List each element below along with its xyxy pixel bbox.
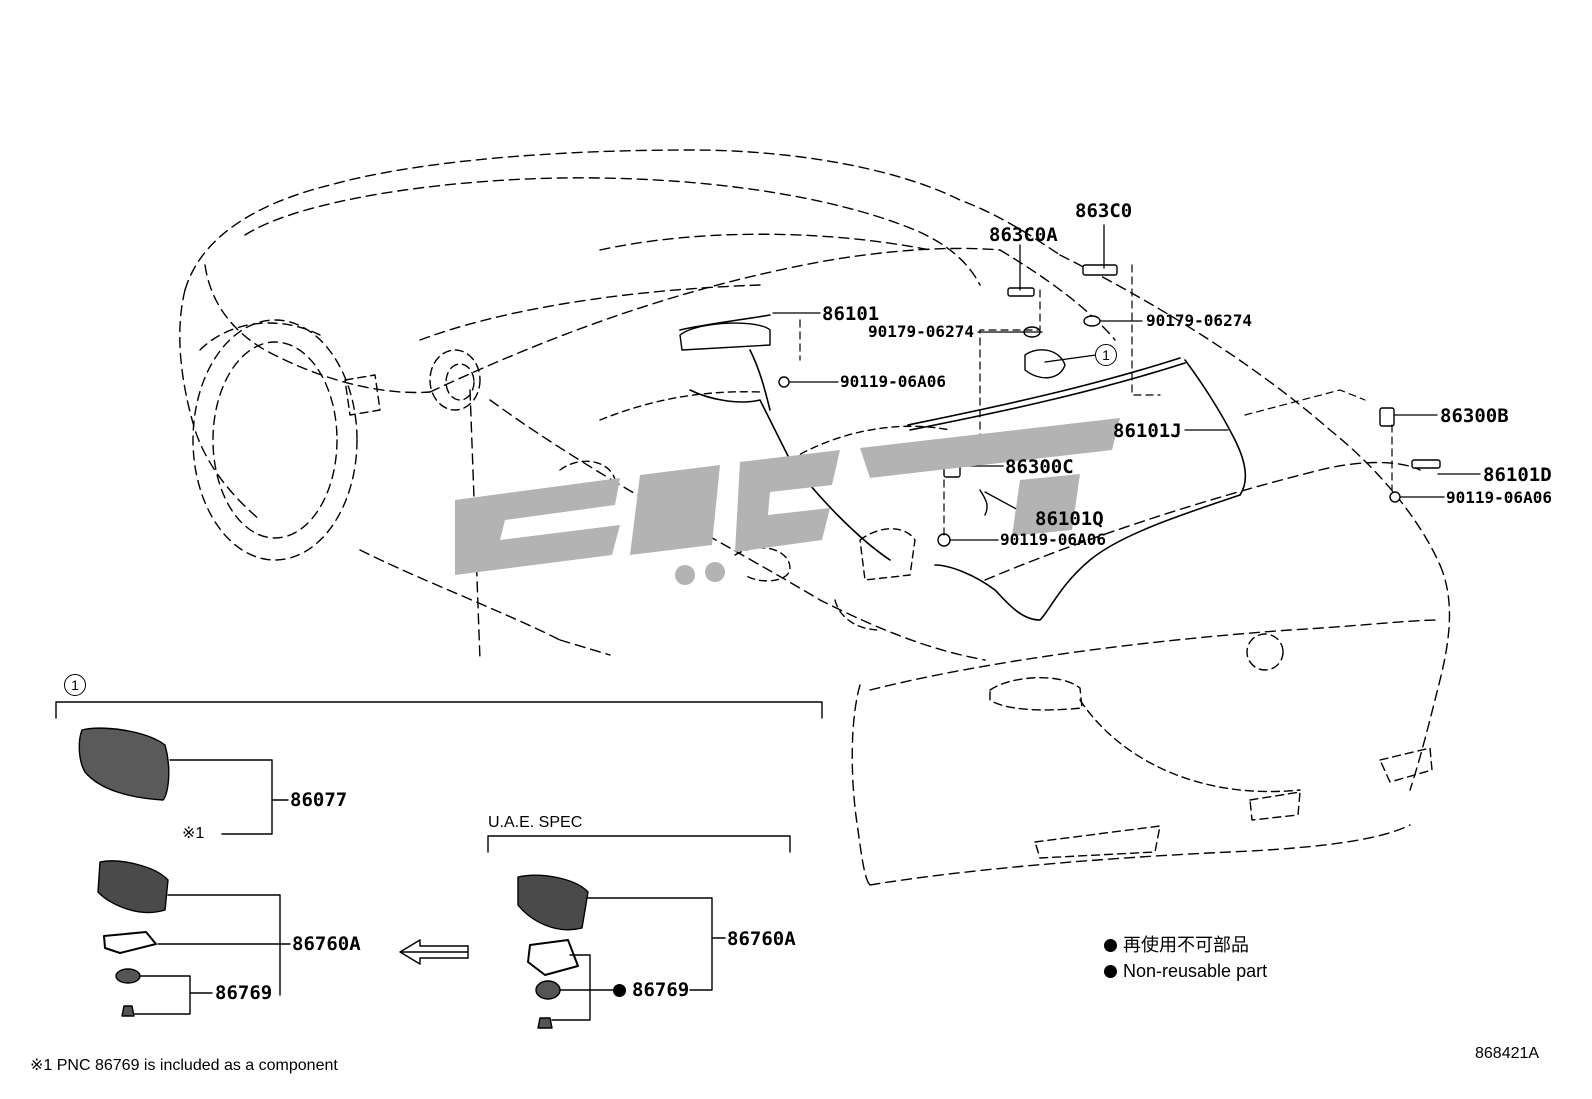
label-86300B: 86300B: [1440, 405, 1509, 427]
group-marker-1: 1: [64, 674, 86, 696]
diagram-id: 868421A: [1475, 1045, 1540, 1062]
label-86769-left: 86769: [215, 982, 273, 1004]
label-86300C: 86300C: [1005, 456, 1074, 478]
uae-spec-label: U.A.E. SPEC: [488, 814, 583, 831]
label-86769-right: 86769: [613, 981, 689, 1000]
label-86760A-right: 86760A: [727, 928, 796, 950]
rear-lamps: [989, 633, 1433, 859]
label-86760A-left: 86760A: [292, 933, 361, 955]
group-brackets: [799, 264, 1393, 536]
label-863C0: 863C0: [1075, 200, 1133, 222]
label-863C0A: 863C0A: [989, 224, 1058, 246]
label-86101Q: 86101Q: [1035, 508, 1104, 530]
legend-dot-icon: [1104, 939, 1117, 952]
legend-en: Non-reusable part: [1104, 962, 1267, 980]
label-90179-right: 90179-06274: [1146, 311, 1252, 330]
note-mark: ※1: [182, 825, 205, 842]
label-90119-top: 90119-06A06: [840, 372, 946, 391]
small-parts: [679, 264, 1441, 547]
label-86101D: 86101D: [1483, 464, 1552, 486]
legend-dot-icon: [1104, 965, 1117, 978]
label-86101J: 86101J: [1113, 420, 1182, 442]
antenna-harness: [679, 314, 1247, 621]
watermark-logo: [455, 418, 1120, 585]
callout-marker-1: 1: [1095, 344, 1117, 366]
side-mirror: [344, 349, 481, 416]
front-wheel: [192, 319, 358, 561]
label-90119-right: 90119-06A06: [1446, 488, 1552, 507]
non-reusable-dot-icon: [613, 984, 626, 997]
footnote: ※1 PNC 86769 is included as a component: [30, 1057, 338, 1074]
label-86769-right-text: 86769: [632, 979, 690, 1001]
legend-jp-text: 再使用不可部品: [1123, 935, 1249, 955]
label-86077: 86077: [290, 789, 348, 811]
detail-group-1: [55, 701, 823, 1017]
legend-en-text: Non-reusable part: [1123, 961, 1268, 981]
label-86101: 86101: [822, 303, 880, 325]
legend-jp: 再使用不可部品: [1104, 936, 1249, 954]
uae-spec-group: [487, 835, 791, 1029]
label-90119-mid: 90119-06A06: [1000, 530, 1106, 549]
car-body-outline: [179, 149, 1451, 886]
label-90179-left: 90179-06274: [868, 322, 974, 341]
